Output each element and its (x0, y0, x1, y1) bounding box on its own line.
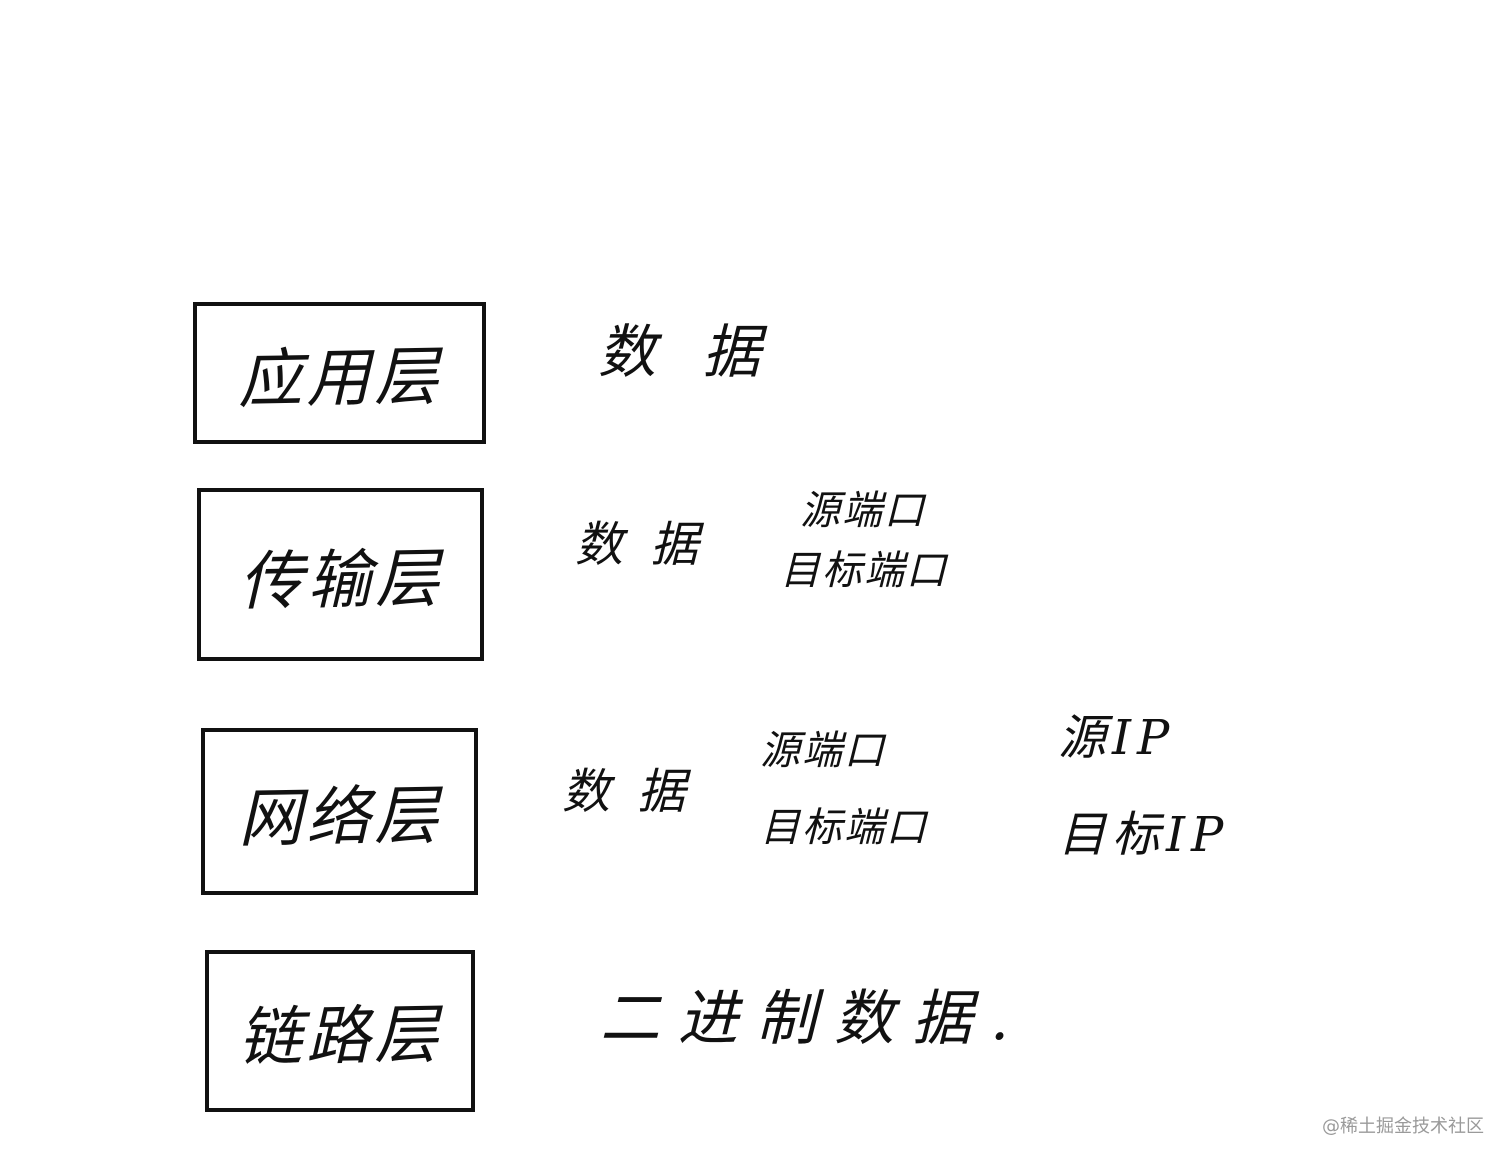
link-layer-box: 链路层 (205, 950, 475, 1112)
transport-layer-box: 传输层 (197, 488, 484, 661)
network-source-ip-label: 源IP (1058, 710, 1176, 766)
network-destination-port-label: 目标端口 (760, 805, 928, 851)
link-binary-data-label: 二进制数据. (600, 984, 1028, 1054)
transport-layer-label: 传输层 (237, 541, 444, 620)
network-layer-box: 网络层 (201, 728, 478, 895)
network-destination-ip-label: 目标IP (1058, 807, 1230, 863)
link-layer-label: 链路层 (237, 998, 443, 1076)
watermark: @稀土掘金技术社区 (1322, 1116, 1484, 1137)
transport-destination-port-label: 目标端口 (780, 548, 948, 594)
network-source-port-label: 源端口 (760, 728, 886, 774)
transport-data-label: 数 据 (575, 517, 705, 573)
application-data-label: 数 据 (598, 318, 775, 386)
network-data-label: 数 据 (562, 764, 692, 820)
network-layer-label: 网络层 (236, 778, 443, 857)
application-layer-box: 应用层 (193, 302, 486, 444)
transport-source-port-label: 源端口 (800, 488, 926, 534)
application-layer-label: 应用层 (236, 340, 443, 418)
